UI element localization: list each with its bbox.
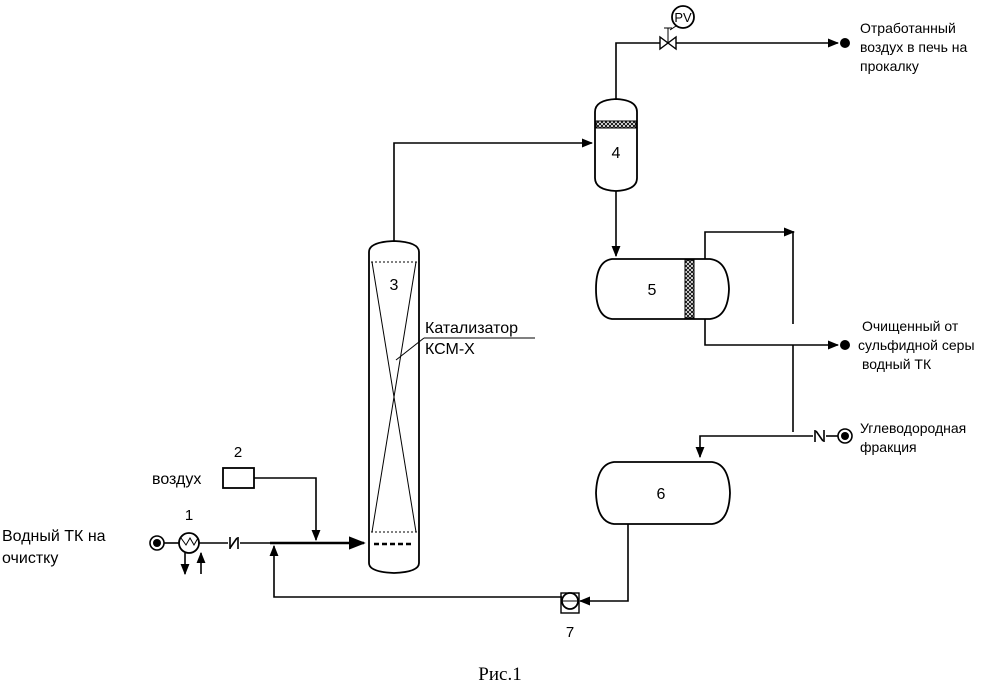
check-valve-hydrocarbon — [815, 430, 824, 442]
purified-label-2: сульфидной серы — [858, 337, 975, 353]
catalyst-label-1: Катализатор — [425, 320, 518, 337]
feed-inlet-port — [150, 536, 164, 550]
hydrocarbon-label-1: Углеводородная — [860, 420, 966, 436]
check-valve-feed — [230, 537, 238, 549]
catalyst-label-2: КСМ-Х — [425, 341, 475, 358]
air-label: воздух — [152, 471, 201, 488]
spent-air-label-2: воздух в печь на — [860, 39, 968, 55]
feed-label-2: очистку — [2, 550, 58, 567]
spent-air-label-3: прокалку — [860, 58, 919, 74]
purified-label-1: Очищенный от — [862, 318, 959, 334]
pump — [561, 593, 579, 613]
feed-label-1: Водный ТК на — [2, 528, 106, 545]
purified-outlet-port — [840, 340, 850, 350]
air-unit-number: 2 — [234, 444, 242, 461]
separator-number: 4 — [612, 145, 621, 162]
hydrocarbon-inlet-port — [838, 429, 852, 443]
hydrocarbon-to-tank-line — [700, 436, 813, 457]
settler-number: 5 — [648, 282, 657, 299]
spent-air-label-1: Отработанный — [860, 20, 956, 36]
hydrocarbon-label-2: фракция — [860, 439, 917, 455]
purified-label-3: водный ТК — [862, 356, 932, 372]
tank-number: 6 — [657, 486, 666, 503]
reactor-overhead-line — [394, 143, 592, 241]
reactor-number: 3 — [390, 277, 399, 294]
tank-to-pump-line — [580, 524, 628, 601]
spent-air-line-a — [616, 43, 660, 99]
air-line — [254, 478, 316, 540]
purified-line — [705, 319, 838, 345]
pv-label: PV — [674, 10, 692, 25]
figure-caption: Рис.1 — [478, 664, 521, 685]
heat-exchanger — [179, 533, 201, 574]
heat-exchanger-number: 1 — [185, 507, 193, 524]
air-unit — [223, 468, 254, 488]
control-valve — [660, 28, 676, 49]
settler-vessel — [596, 259, 729, 319]
spent-air-outlet-port — [840, 38, 850, 48]
pump-number: 7 — [566, 624, 574, 641]
